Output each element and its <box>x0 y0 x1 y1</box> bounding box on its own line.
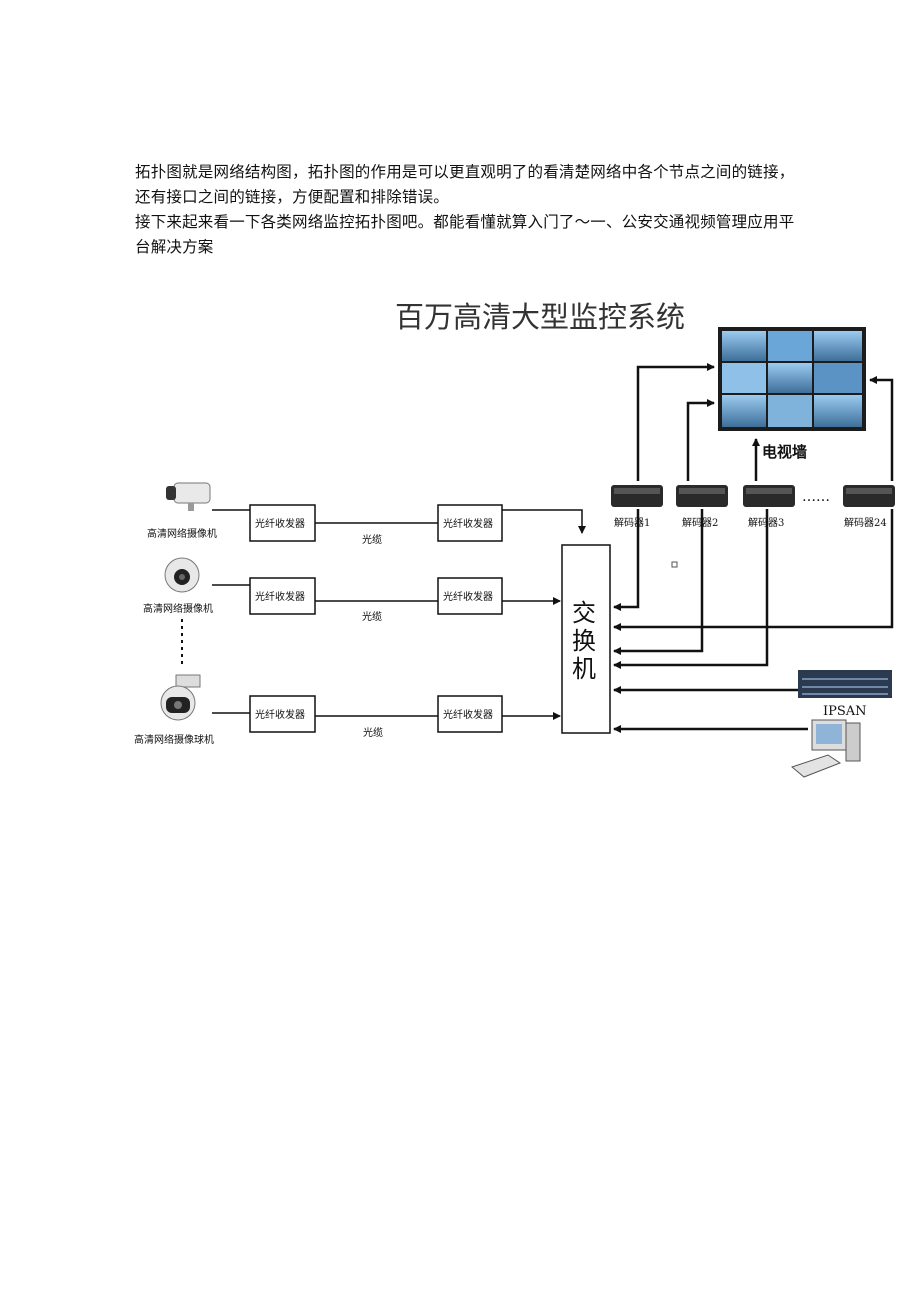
transceiver-row-1-left: 光纤收发器 <box>249 504 316 542</box>
video-wall-icon <box>718 327 866 431</box>
switch-label-char-3: 机 <box>572 655 596 683</box>
decoder-1 <box>611 485 663 507</box>
cable-label-2: 光缆 <box>362 610 382 623</box>
decoder-24 <box>843 485 895 507</box>
switch-box <box>561 544 611 734</box>
diagram-title: 百万高清大型监控系统 <box>395 300 685 334</box>
storage-server-icon <box>798 670 892 698</box>
intro-paragraph-2: 接下来起来看一下各类网络监控拓扑图吧。都能看懂就算入门了～一、公安交通视频管理应… <box>135 213 795 256</box>
svg-text:光纤收发器: 光纤收发器 <box>443 590 493 603</box>
transceiver-row-3-right: 光纤收发器 <box>437 695 503 733</box>
decoder-to-wall-lines <box>636 363 894 481</box>
camera-link-lines <box>212 509 586 720</box>
bullet-camera-icon <box>166 482 211 511</box>
svg-text:光纤收发器: 光纤收发器 <box>255 517 305 530</box>
svg-text:光纤收发器: 光纤收发器 <box>255 708 305 721</box>
ptz-camera-icon <box>160 674 201 721</box>
decoder-ellipsis: …… <box>802 489 830 505</box>
svg-text:光纤收发器: 光纤收发器 <box>255 590 305 603</box>
decoder-label-2: 解码器2 <box>682 516 718 529</box>
transceiver-row-3-left: 光纤收发器 <box>249 695 316 733</box>
transceiver-row-2-right: 光纤收发器 <box>437 577 503 615</box>
camera-label-2: 高清网络摄像机 <box>143 602 213 615</box>
svg-text:光纤收发器: 光纤收发器 <box>443 708 493 721</box>
cable-label-3: 光缆 <box>363 726 383 739</box>
topology-diagram: 百万高清大型监控系统 电视墙 …… 解码器1 解码器2 解码器3 <box>134 300 895 778</box>
switch-label-char-1: 交 <box>572 599 596 627</box>
camera-label-3: 高清网络摄像球机 <box>134 733 214 746</box>
decoder-2 <box>676 485 728 507</box>
intro-paragraph-1: 拓扑图就是网络结构图，拓扑图的作用是可以更直观明了的看清楚网络中各个节点之间的链… <box>135 163 795 206</box>
decoder-to-switch-lines <box>613 509 894 733</box>
decoder-label-24: 解码器24 <box>844 516 887 529</box>
switch-label-char-2: 换 <box>572 627 596 655</box>
cable-label-1: 光缆 <box>362 533 382 546</box>
computer-icon <box>790 719 861 778</box>
svg-text:光纤收发器: 光纤收发器 <box>443 517 493 530</box>
camera-label-1: 高清网络摄像机 <box>147 527 217 540</box>
decoder-label-1: 解码器1 <box>614 516 650 529</box>
tv-wall-label: 电视墙 <box>762 443 807 461</box>
small-square-mark <box>671 561 678 568</box>
storage-label: IPSAN <box>823 704 867 719</box>
decoder-3 <box>743 485 795 507</box>
intro-text: 拓扑图就是网络结构图，拓扑图的作用是可以更直观明了的看清楚网络中各个节点之间的链… <box>135 160 795 260</box>
transceiver-row-1-right: 光纤收发器 <box>437 504 503 542</box>
transceiver-row-2-left: 光纤收发器 <box>249 577 316 615</box>
dome-camera-icon <box>164 557 200 593</box>
